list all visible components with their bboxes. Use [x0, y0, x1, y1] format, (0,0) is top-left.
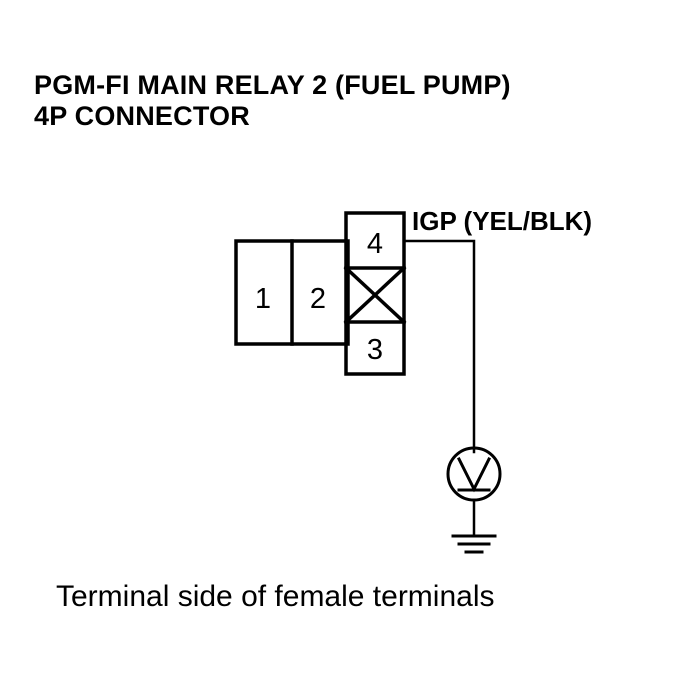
wire-label: IGP (YEL/BLK): [412, 206, 592, 236]
caption: Terminal side of female terminals: [56, 580, 495, 613]
diagram-title-line-1: PGM-FI MAIN RELAY 2 (FUEL PUMP): [34, 70, 511, 100]
diagram-title-line-2: 4P CONNECTOR: [34, 101, 250, 131]
terminal-4-label: 4: [367, 228, 383, 260]
voltmeter-icon: [446, 446, 502, 502]
ground-icon: [451, 534, 497, 554]
terminal-column: [344, 211, 406, 376]
diagram-title: PGM-FI MAIN RELAY 2 (FUEL PUMP) 4P CONNE…: [34, 70, 511, 132]
igp-wire: [402, 239, 476, 454]
terminal-3-label: 3: [367, 334, 383, 366]
x-mark-icon: [343, 265, 407, 325]
terminal-1-label: 1: [255, 283, 271, 315]
terminal-2-label: 2: [310, 283, 326, 315]
